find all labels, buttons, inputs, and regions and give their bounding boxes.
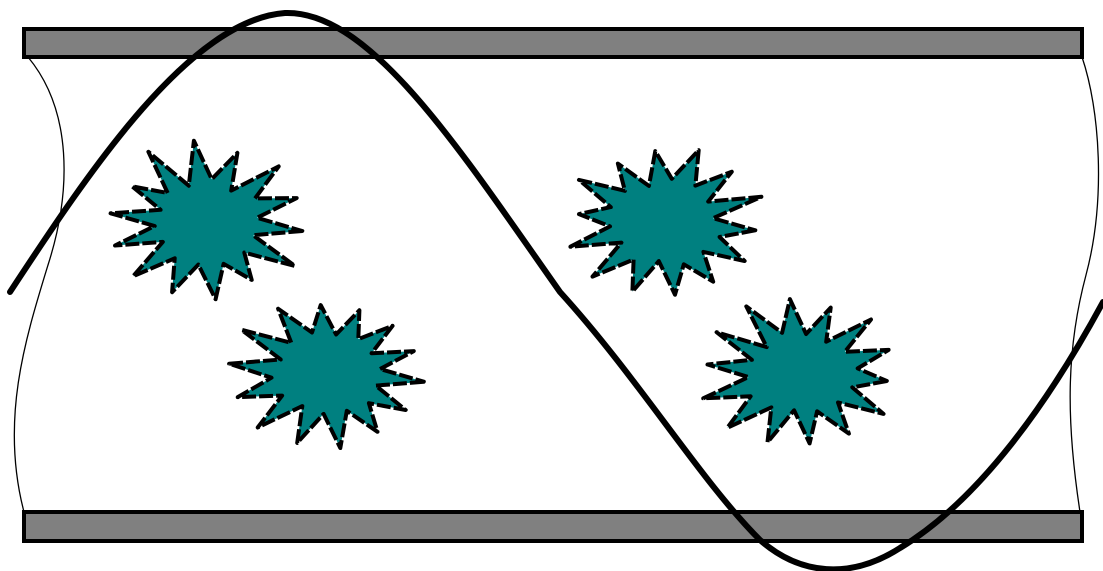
burst-1	[111, 141, 303, 300]
top-wall	[24, 29, 1082, 57]
burst-2	[229, 305, 424, 448]
burst-4	[703, 299, 888, 443]
bursts-group	[111, 141, 889, 448]
left-edge-curve	[14, 57, 64, 512]
right-edge-curve	[1070, 57, 1098, 512]
burst-3	[570, 150, 761, 295]
bottom-wall	[24, 512, 1082, 541]
